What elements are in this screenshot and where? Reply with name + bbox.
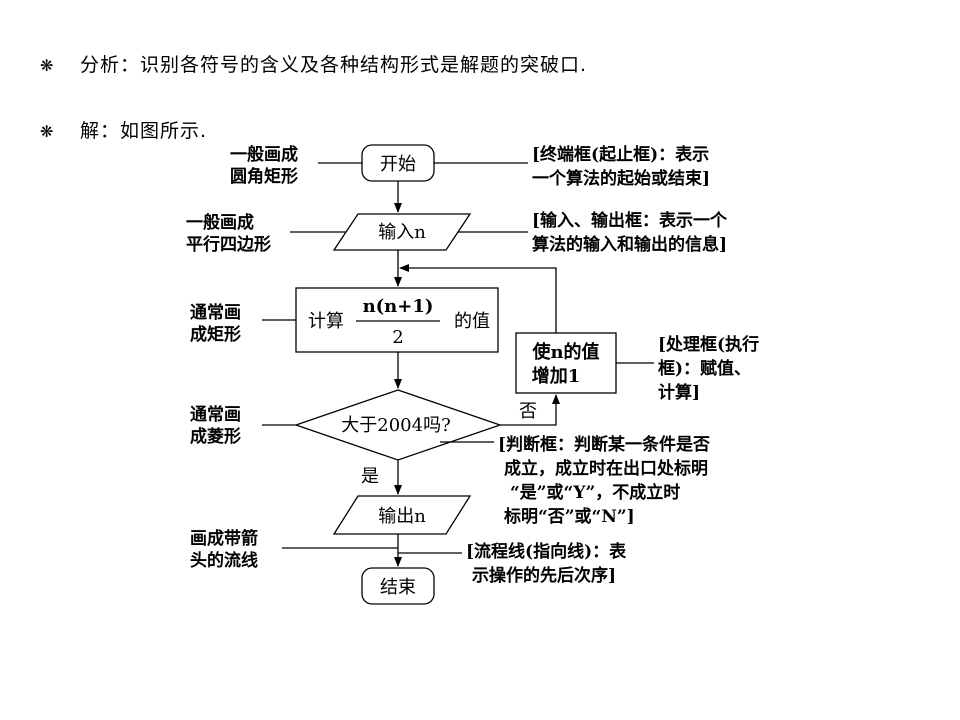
decision-shape-label: 通常画成菱形 [190, 404, 241, 447]
flowline-no-branch [500, 394, 560, 426]
left-labels: 一般画成圆角矩形 一般画成平行四边形 通常画成矩形 通常画成菱形 画成带箭头的流… [186, 144, 298, 571]
bullet-marker: ❋ [40, 122, 54, 141]
terminal-annotation: [终端框(起止框)：表示一个算法的起始或结束] [532, 144, 710, 189]
compute-suffix: 的值 [454, 311, 490, 332]
yes-branch-label: 是 [361, 466, 379, 487]
output-label: 输出n [378, 506, 426, 527]
end-terminal [361, 567, 435, 605]
decision-annotation: [判断框：判断某一条件是否成立，成立时在出口处标明“是”或“Y”，不成立时标明“… [498, 434, 710, 527]
increment-line1: 使n的值 [531, 341, 599, 363]
input-parallelogram [332, 213, 472, 251]
decision-label: 大于2004吗? [341, 415, 450, 436]
flowline-annotation: [流程线(指向线)：表示操作的先后次序] [466, 541, 627, 586]
flowline-loop-back [399, 264, 557, 333]
flowline-shape-label: 画成带箭头的流线 [190, 528, 258, 571]
process-shape-label: 通常画成矩形 [190, 302, 241, 345]
compute-denominator: 2 [392, 327, 403, 348]
output-parallelogram [332, 495, 472, 535]
process-annotation: [处理框(执行框)：赋值、计算] [658, 334, 759, 403]
increment-line2: 增加1 [532, 365, 581, 387]
annotations: [终端框(起止框)：表示一个算法的起始或结束] [输入、输出框：表示一个算法的输… [466, 144, 759, 586]
no-branch-label: 否 [519, 401, 537, 422]
terminal-shape-label: 一般画成圆角矩形 [230, 144, 298, 187]
analysis-line: 分析：识别各符号的含义及各种结构形式是解题的突破口. [80, 54, 588, 76]
compute-prefix: 计算 [308, 311, 344, 332]
bullet-marker: ❋ [40, 56, 54, 75]
end-label: 结束 [380, 577, 416, 598]
input-label: 输入n [378, 222, 426, 243]
io-shape-label: 一般画成平行四边形 [186, 212, 271, 255]
io-annotation: [输入、输出框：表示一个算法的输入和输出的信息] [531, 210, 728, 255]
start-label: 开始 [380, 154, 416, 175]
solution-line: 解：如图所示. [80, 120, 208, 142]
compute-numerator: n(n+1) [363, 296, 434, 317]
